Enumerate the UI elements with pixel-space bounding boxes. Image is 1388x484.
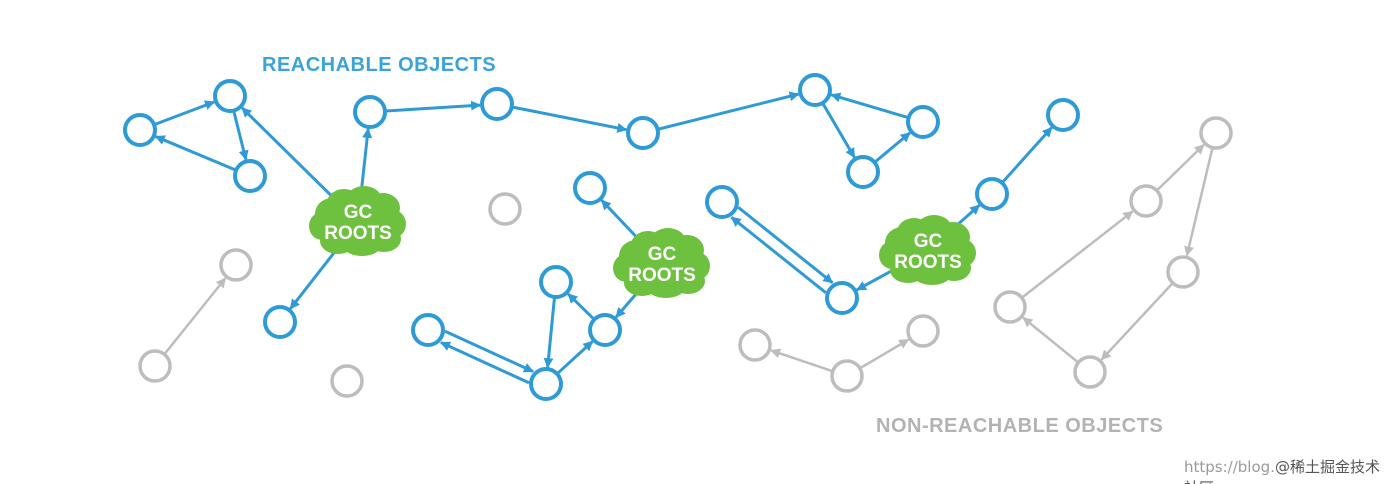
non-reachable-object-node-g6 [1129,184,1163,218]
watermark-prefix: https://blog. [1184,458,1275,476]
stale-reference-arrow-g6-g5 [1156,143,1205,191]
stale-reference-arrow-g7-g9 [1100,282,1174,361]
non-reachable-object-node-g8 [993,290,1027,324]
reachable-object-node-b1 [123,113,157,147]
non-reachable-object-node-g3 [330,364,364,398]
reachable-object-node-b7 [798,73,832,107]
reachable-object-node-b6 [626,116,660,150]
reference-arrow-b6-b7 [658,91,800,131]
reference-arrow-b4-b5 [385,100,482,113]
reachable-object-node-b18 [529,367,563,401]
reachable-object-node-b2 [213,79,247,113]
non-reachable-object-node-g5 [1199,116,1233,150]
gc-roots-label-line2: ROOTS [894,252,962,273]
reachable-objects-label: REACHABLE OBJECTS [262,54,497,76]
reference-arrow-b8-b7 [830,92,909,119]
gc-roots-label-line1: GC [648,244,677,265]
non-reachable-object-node-g12 [906,314,940,348]
gc-roots-label-line2: ROOTS [324,223,392,244]
reachable-object-node-b14 [573,171,607,205]
stale-reference-arrow-g2-g1 [164,277,227,355]
reachable-object-node-b11 [975,177,1009,211]
reference-arrow-b16-b15 [567,292,595,320]
non-reachable-object-node-g4 [488,192,522,226]
gc-roots-label-line1: GC [914,231,943,252]
non-reachable-object-node-g1 [219,248,253,282]
reference-arrow-b7-b9 [821,103,856,159]
stale-reference-arrow-g9-g8 [1022,316,1079,363]
non-reachable-object-node-g9 [1073,355,1107,389]
reachable-object-node-b12 [705,185,739,219]
reachable-object-node-b13 [825,281,859,315]
reference-arrow-b15-b18 [543,297,556,369]
stale-reference-arrow-g8-g6 [1021,210,1134,299]
reference-arrow-b5-b6 [512,105,628,133]
gc-roots-label-line2: ROOTS [628,265,696,286]
stale-reference-arrow-g11-g10 [770,348,833,373]
reachable-object-node-b9 [846,155,880,189]
reference-arrow-b2-b3 [232,111,249,161]
reference-arrow-b12-b13 [737,206,834,284]
watermark-brand: @稀土掘金技术社区 [1184,458,1380,484]
non-reachable-object-node-g7 [1166,255,1200,289]
reference-arrow-b18-b16 [556,340,594,375]
non-reachable-objects-label: NON-REACHABLE OBJECTS [876,415,1164,437]
stale-reference-arrow-g5-g7 [1184,148,1214,257]
non-reachable-object-node-g10 [738,328,772,362]
reachable-object-node-b3 [233,159,267,193]
reachable-object-node-b19 [263,305,297,339]
reachable-object-node-b16 [588,313,622,347]
gc-roots-label-line1: GC [344,202,373,223]
reference-arrow-b3-b1 [154,135,236,172]
reference-arrow-b13-b12 [730,216,827,294]
non-reachable-object-node-g2 [138,349,172,383]
reachable-object-node-b4 [353,95,387,129]
reachable-object-node-b8 [906,105,940,139]
watermark: https://blog.@稀土掘金技术社区 [1184,456,1388,484]
reachable-object-node-b5 [480,87,514,121]
reachable-object-node-b10 [1046,98,1080,132]
non-reachable-object-node-g11 [830,359,864,393]
reference-arrow-b17-b18 [444,329,534,373]
reachable-object-node-b17 [411,313,445,347]
reference-arrow-b1-b2 [154,100,216,126]
reachable-object-node-b15 [539,265,573,299]
reference-arrow-b9-b8 [874,131,911,163]
reference-arrow-b18-b17 [440,341,530,385]
stale-reference-arrow-g11-g12 [860,338,910,369]
reference-arrow-b11-b10 [1001,126,1053,184]
